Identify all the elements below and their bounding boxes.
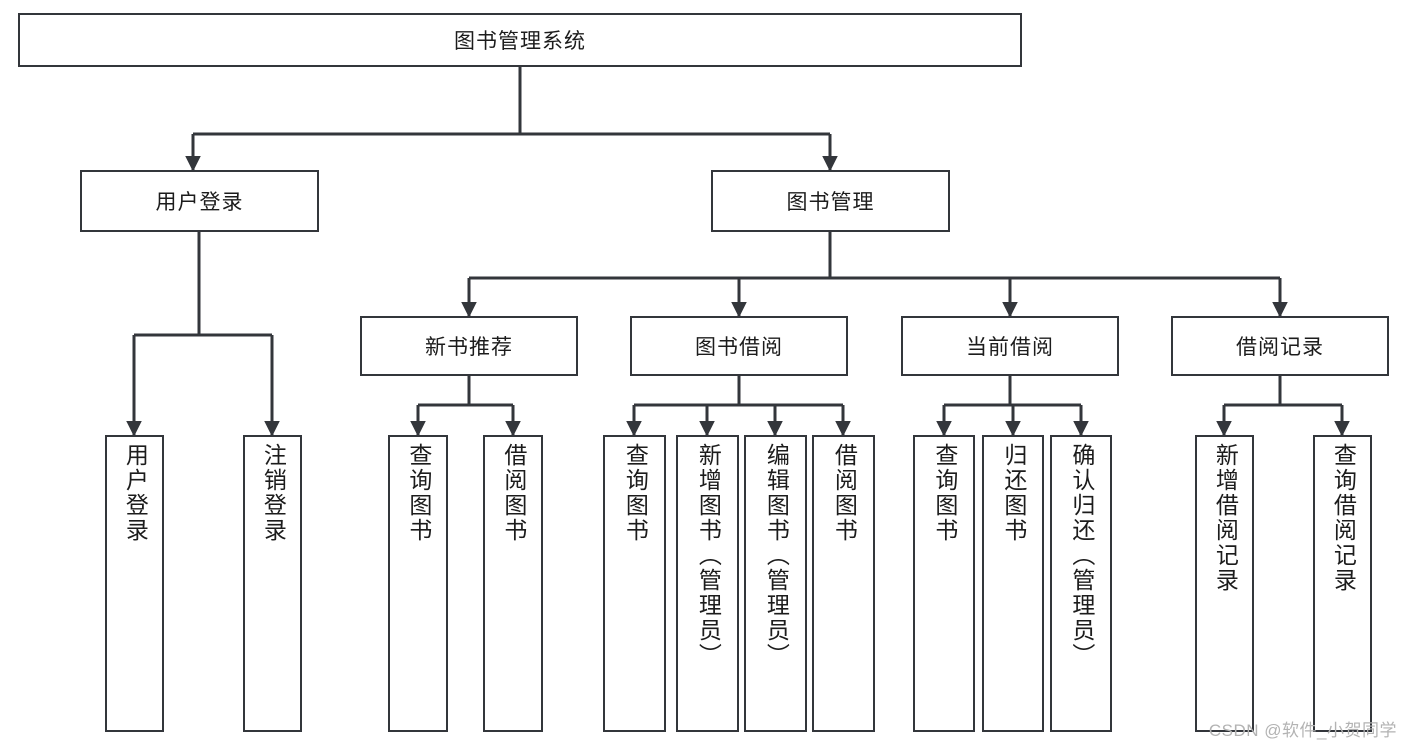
node-l-return[interactable]: 归还图书 <box>982 435 1044 732</box>
node-label-newbook: 新书推荐 <box>425 336 513 359</box>
node-label-borrow: 图书借阅 <box>695 336 783 359</box>
node-root[interactable]: 图书管理系统 <box>18 13 1022 67</box>
node-l-addrec[interactable]: 新增借阅记录 <box>1195 435 1254 732</box>
node-label-l-query3: 查询图书 <box>931 443 958 543</box>
node-login[interactable]: 用户登录 <box>80 170 319 232</box>
node-label-l-addrec: 新增借阅记录 <box>1212 443 1239 593</box>
node-label-login: 用户登录 <box>155 191 244 214</box>
node-label-l-borrow2: 借阅图书 <box>831 443 858 543</box>
node-bookmgmt[interactable]: 图书管理 <box>711 170 950 232</box>
node-label-bookmgmt: 图书管理 <box>786 191 875 214</box>
node-l-query1[interactable]: 查询图书 <box>388 435 448 732</box>
watermark: CSDN @软件_小贺同学 <box>1208 721 1397 740</box>
node-label-records: 借阅记录 <box>1236 336 1324 359</box>
node-l-editbook[interactable]: 编辑图书（管理员） <box>744 435 807 732</box>
node-current[interactable]: 当前借阅 <box>901 316 1119 376</box>
node-l-userlogin[interactable]: 用户登录 <box>105 435 164 732</box>
node-label-l-addbook: 新增图书（管理员） <box>695 443 722 668</box>
node-records[interactable]: 借阅记录 <box>1171 316 1389 376</box>
node-label-l-userlogin: 用户登录 <box>122 443 149 543</box>
node-l-query2[interactable]: 查询图书 <box>603 435 666 732</box>
node-label-l-query2: 查询图书 <box>622 443 649 543</box>
node-label-l-logout: 注销登录 <box>260 443 287 543</box>
node-l-queryrec[interactable]: 查询借阅记录 <box>1313 435 1372 732</box>
node-label-l-confirm: 确认归还（管理员） <box>1068 443 1095 668</box>
node-label-current: 当前借阅 <box>966 336 1054 359</box>
node-label-l-query1: 查询图书 <box>405 443 432 543</box>
node-l-borrow1[interactable]: 借阅图书 <box>483 435 543 732</box>
node-label-l-editbook: 编辑图书（管理员） <box>763 443 790 668</box>
node-l-addbook[interactable]: 新增图书（管理员） <box>676 435 739 732</box>
node-label-l-return: 归还图书 <box>1000 443 1027 543</box>
node-borrow[interactable]: 图书借阅 <box>630 316 848 376</box>
node-l-query3[interactable]: 查询图书 <box>913 435 975 732</box>
node-label-l-borrow1: 借阅图书 <box>500 443 527 543</box>
node-l-confirm[interactable]: 确认归还（管理员） <box>1050 435 1112 732</box>
node-label-root: 图书管理系统 <box>454 30 586 53</box>
node-newbook[interactable]: 新书推荐 <box>360 316 578 376</box>
node-l-logout[interactable]: 注销登录 <box>243 435 302 732</box>
node-l-borrow2[interactable]: 借阅图书 <box>812 435 875 732</box>
node-label-l-queryrec: 查询借阅记录 <box>1330 443 1357 593</box>
